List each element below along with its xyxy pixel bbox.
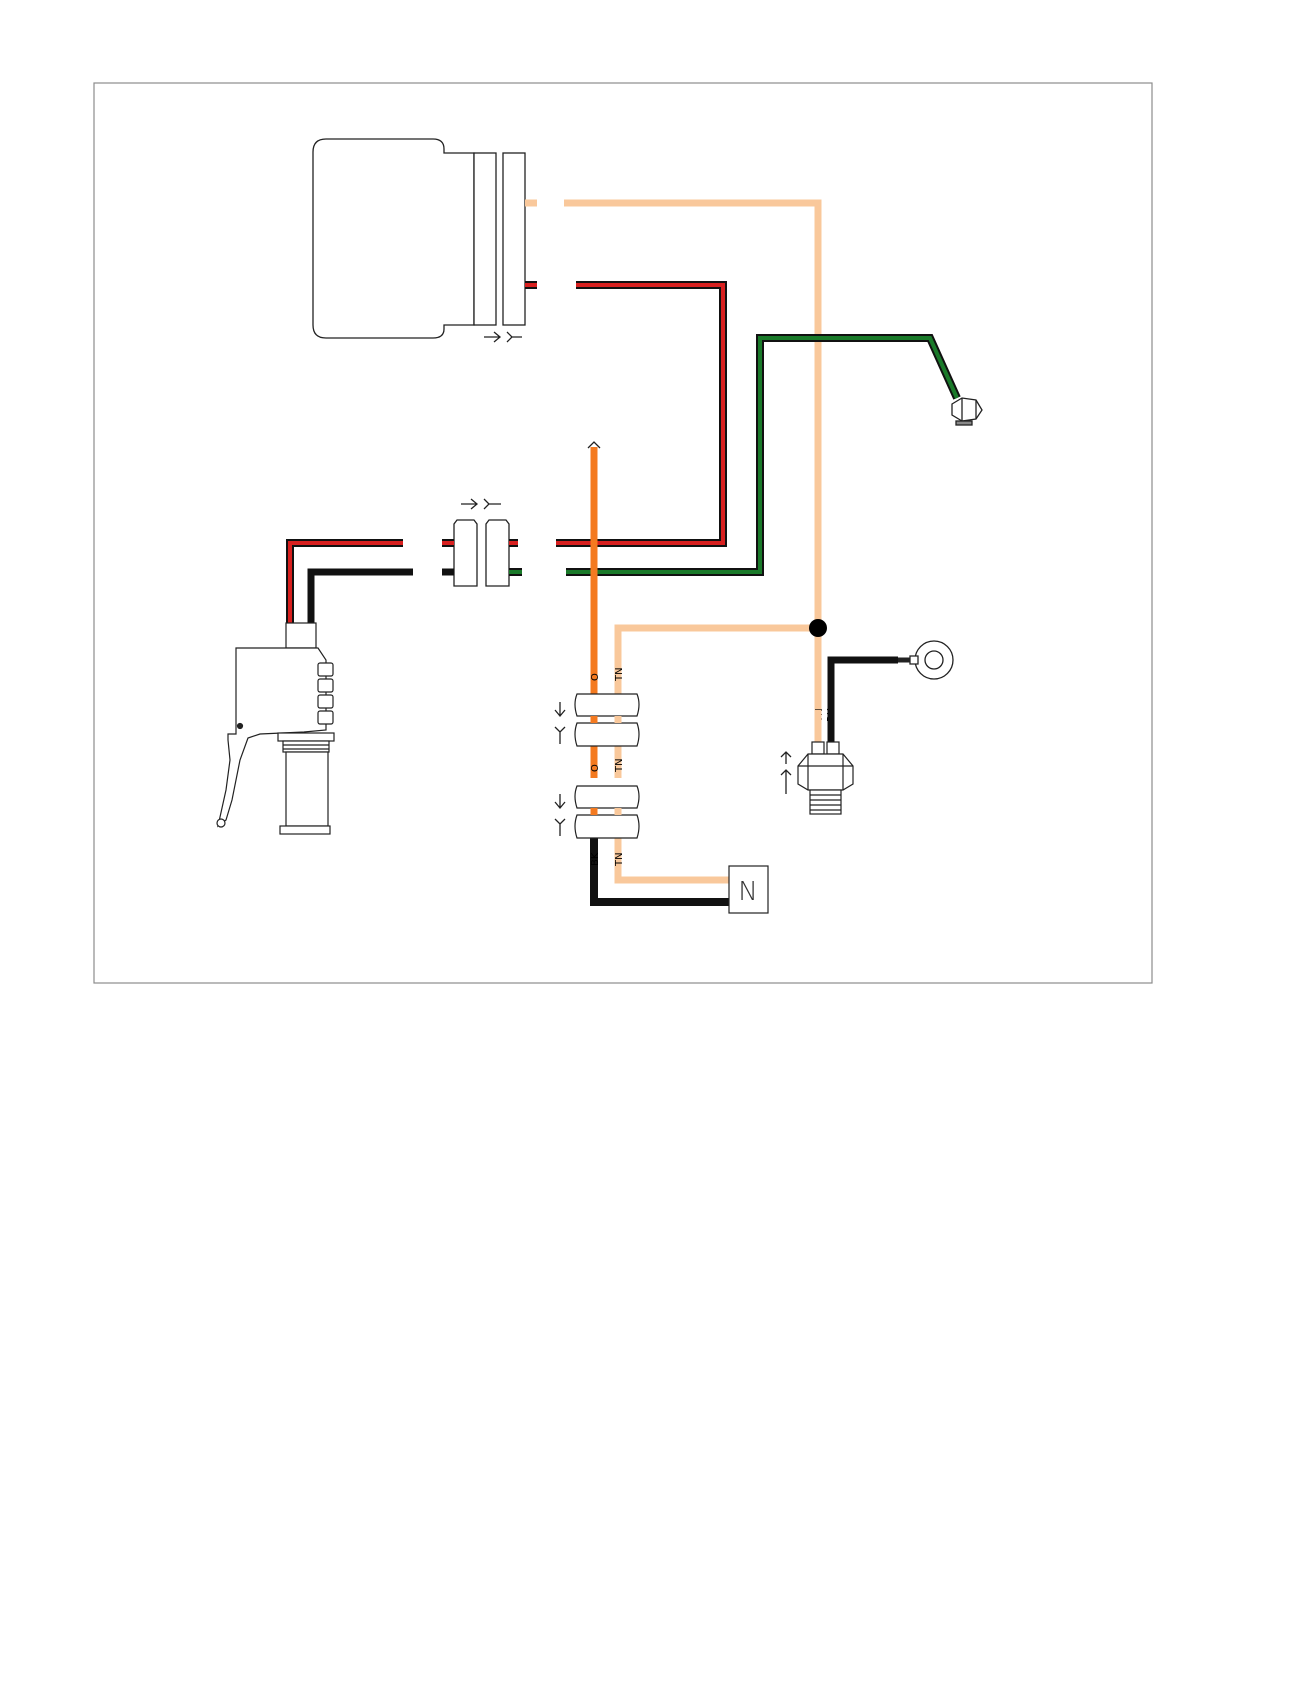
neutral-switch: N: [728, 865, 769, 914]
label-orange-2: O: [590, 764, 601, 772]
orange-wire: [587, 441, 601, 685]
label-tan-3: TN: [614, 852, 625, 867]
lower-harness-wires: [590, 684, 729, 906]
neutral-switch-letter: N: [738, 877, 757, 907]
splice-junction: [809, 619, 827, 637]
label-tan-2: TN: [614, 758, 625, 773]
connector-arrow-symbol: [461, 498, 501, 510]
label-black-3: BK: [590, 852, 601, 866]
oil-pressure-sender-icon: [797, 741, 854, 815]
ring-terminal-icon: [909, 640, 954, 680]
harness-connector-lower: [574, 785, 640, 839]
ground-bolt-icon: [951, 397, 983, 426]
label-tan-1: TN: [614, 667, 625, 682]
diagram-frame: [93, 82, 1153, 984]
connector-arrow-symbol: [554, 702, 566, 836]
handlebar-connector: [453, 519, 510, 587]
black-ground-wire: [827, 656, 910, 745]
green-wire: [516, 334, 961, 576]
harness-connector-upper: [574, 693, 640, 747]
lever-black-wire: [307, 568, 413, 623]
tan-wire-main: [525, 199, 822, 710]
connector-arrow-symbol: [780, 751, 792, 794]
red-wire: [525, 281, 727, 547]
module-box-icon: [312, 138, 526, 339]
connector-arrow-symbol: [484, 331, 522, 343]
label-orange-1: O: [590, 673, 601, 681]
clutch-lever-switch-icon: [216, 622, 335, 835]
lever-red-wire: [286, 539, 403, 623]
